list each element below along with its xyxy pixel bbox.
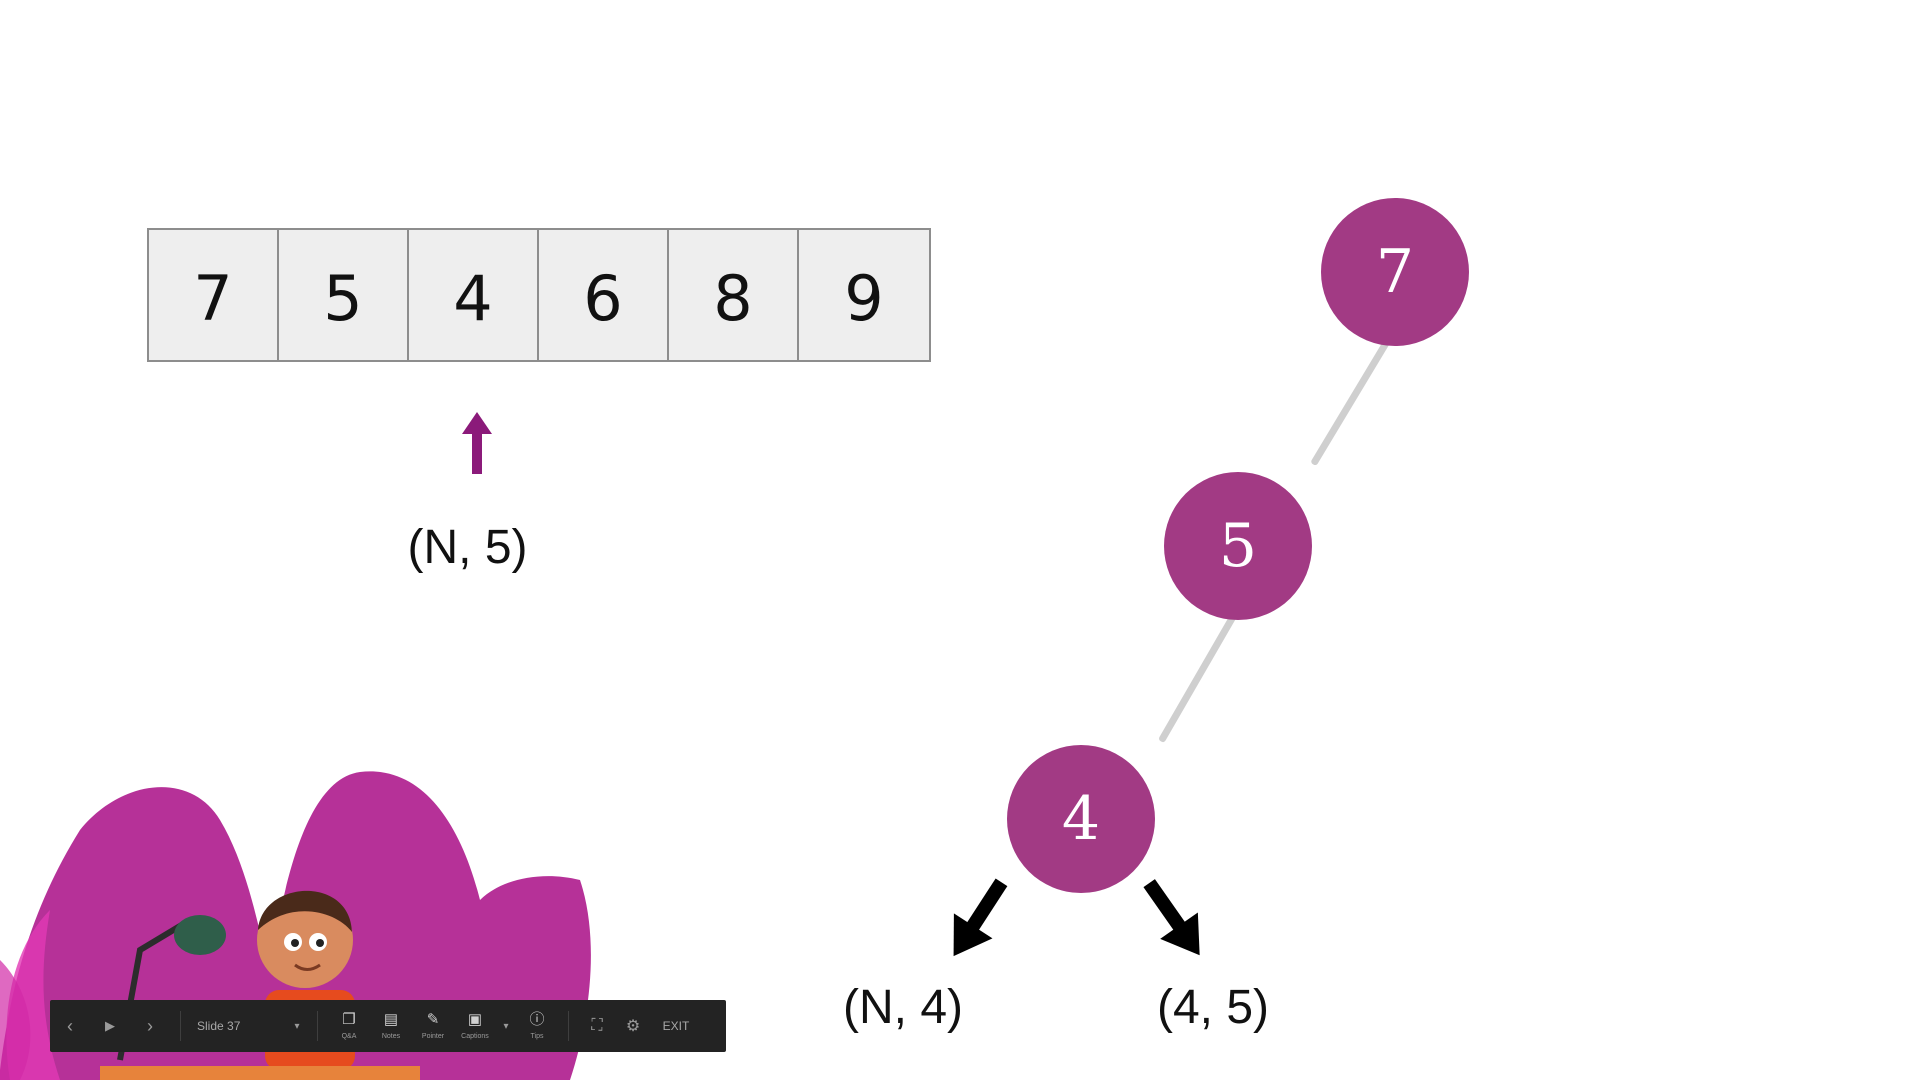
fullscreen-icon: ⛶ bbox=[591, 1017, 603, 1034]
settings-button[interactable]: ⚙ bbox=[615, 1000, 651, 1052]
chevron-right-icon: › bbox=[147, 1015, 153, 1036]
pointer-range-label: (N, 5) bbox=[407, 521, 528, 574]
tips-label: Tips bbox=[530, 1033, 544, 1040]
fullscreen-button[interactable]: ⛶ bbox=[579, 1000, 615, 1052]
qa-label: Q&A bbox=[341, 1033, 357, 1040]
captions-dropdown-icon[interactable]: ▾ bbox=[503, 1020, 509, 1032]
notes-icon: ▤ bbox=[383, 1011, 399, 1028]
array-cell: 8 bbox=[669, 230, 799, 360]
array-boxes: 7 5 4 6 8 9 bbox=[147, 228, 931, 362]
play-button[interactable]: ▶ bbox=[90, 1000, 130, 1052]
slide-selector[interactable]: Slide 37 bbox=[197, 1019, 241, 1033]
right-child-range-label: (4, 5) bbox=[1156, 981, 1270, 1034]
captions-label: Captions bbox=[461, 1033, 489, 1040]
play-icon: ▶ bbox=[105, 1018, 115, 1033]
pen-icon: ✎ bbox=[426, 1011, 440, 1028]
notes-button[interactable]: ▤ Notes bbox=[370, 1000, 412, 1052]
tree-edge bbox=[1310, 329, 1397, 467]
up-arrow-icon bbox=[462, 412, 492, 474]
next-slide-button[interactable]: › bbox=[130, 1000, 170, 1052]
gear-icon: ⚙ bbox=[625, 1018, 641, 1035]
divider bbox=[568, 1011, 569, 1041]
tree-edge bbox=[1157, 609, 1240, 744]
array-cell: 7 bbox=[149, 230, 279, 360]
info-icon: ⓘ bbox=[529, 1011, 545, 1028]
exit-button[interactable]: EXIT bbox=[662, 1019, 690, 1033]
presentation-control-bar: ‹ ▶ › Slide 37 ▾ ❐ Q&A ▤ Notes ✎ Pointer… bbox=[50, 1000, 726, 1052]
array-cell: 6 bbox=[539, 230, 669, 360]
array-cell: 4 bbox=[409, 230, 539, 360]
captions-button[interactable]: ▣ Captions bbox=[454, 1000, 496, 1052]
tree-node: 7 bbox=[1321, 198, 1469, 346]
down-right-arrow-icon bbox=[1143, 879, 1200, 956]
tree-node: 4 bbox=[1007, 745, 1155, 893]
chevron-left-icon: ‹ bbox=[67, 1015, 73, 1036]
divider bbox=[180, 1011, 181, 1041]
captions-icon: ▣ bbox=[467, 1011, 483, 1028]
array-cell: 9 bbox=[844, 261, 884, 335]
chat-icon: ❐ bbox=[342, 1011, 356, 1028]
array-cell: 5 bbox=[279, 230, 409, 360]
pointer-button[interactable]: ✎ Pointer bbox=[412, 1000, 454, 1052]
pointer-label: Pointer bbox=[421, 1033, 445, 1040]
notes-label: Notes bbox=[381, 1033, 401, 1040]
left-child-range-label: (N, 4) bbox=[843, 981, 963, 1034]
down-left-arrow-icon bbox=[953, 878, 1008, 957]
tips-button[interactable]: ⓘ Tips bbox=[516, 1000, 558, 1052]
previous-slide-button[interactable]: ‹ bbox=[50, 1000, 90, 1052]
divider bbox=[317, 1011, 318, 1041]
chevron-down-icon[interactable]: ▾ bbox=[294, 1020, 300, 1032]
qa-button[interactable]: ❐ Q&A bbox=[328, 1000, 370, 1052]
tree-node: 5 bbox=[1164, 472, 1312, 620]
